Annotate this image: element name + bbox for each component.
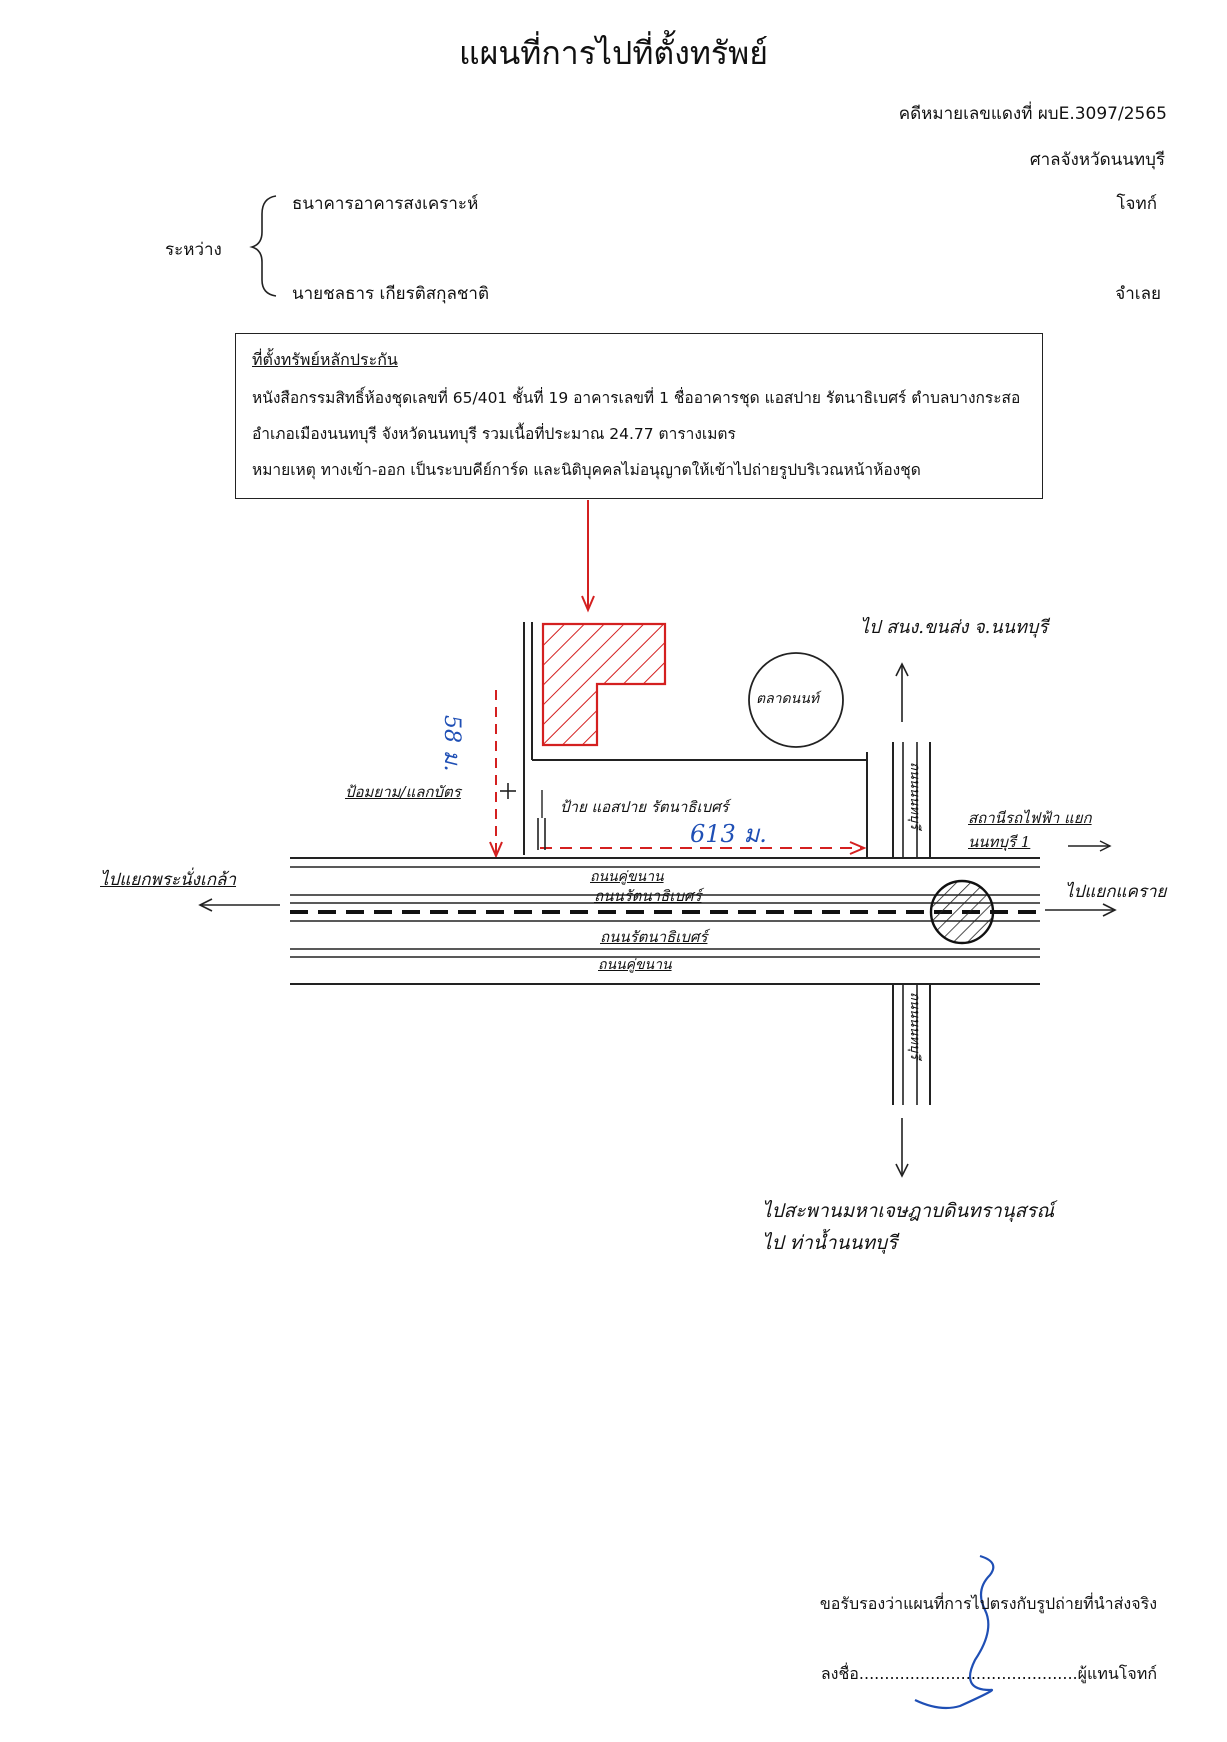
label-road-north: ถนนนนทบุรี xyxy=(907,762,922,830)
sign-dots: ........................................… xyxy=(858,1664,1078,1683)
label-road-south: ถนนนนทบุรี xyxy=(907,992,922,1060)
label-sign-left: ป้อมยาม/แลกบัตร xyxy=(345,783,461,801)
collateral-line-1: หนังสือกรรมสิทธิ์ห้องชุดเลขที่ 65/401 ชั… xyxy=(252,389,1021,407)
sign-prefix: ลงชื่อ xyxy=(820,1664,859,1683)
defendant-name: นายชลธาร เกียรติสกุลชาติ xyxy=(292,284,489,304)
collateral-line-2: อำเภอเมืองนนทบุรี จังหวัดนนทบุรี รวมเนื้… xyxy=(252,425,736,443)
label-market: ตลาดนนท์ xyxy=(756,691,819,707)
label-sign-building: ป้าย แอสปาย รัตนาธิเบศร์ xyxy=(560,798,729,816)
label-distance-horizontal: 613 ม. xyxy=(690,820,767,848)
arrow-east xyxy=(1045,903,1117,917)
property-building xyxy=(541,622,667,747)
court-name: ศาลจังหวัดนนทบุรี xyxy=(1029,150,1165,170)
plaintiff-role: โจทก์ xyxy=(1116,194,1157,214)
label-distance-vertical: 58 ม. xyxy=(439,715,464,772)
arrow-south xyxy=(895,1118,909,1178)
between-label: ระหว่าง xyxy=(165,240,222,260)
case-number: คดีหมายเลขแดงที่ ผบE.3097/2565 xyxy=(898,104,1167,124)
collateral-heading: ที่ตั้งทรัพย์หลักประกัน xyxy=(252,350,398,369)
signature-line: ลงชื่อ..................................… xyxy=(821,1662,1157,1687)
label-to-khae-rai: ไปแยกแคราย xyxy=(1065,882,1167,902)
label-to-nonthaburi-office: ไป สนง.ขนส่ง จ.นนทบุรี xyxy=(860,617,1048,638)
collateral-info-box: ที่ตั้งทรัพย์หลักประกัน หนังสือกรรมสิทธิ… xyxy=(235,333,1043,499)
plaintiff-name: ธนาคารอาคารสงเคราะห์ xyxy=(292,194,479,214)
arrow-north xyxy=(895,662,909,722)
label-main-road-top: ถนนรัตนาธิเบศร์ xyxy=(594,887,702,905)
label-frontage-road-bottom: ถนนคู่ขนาน xyxy=(598,957,672,973)
page-title: แผนที่การไปที่ตั้งทรัพย์ xyxy=(459,34,768,72)
station-marker xyxy=(929,879,995,945)
collateral-line-3: หมายเหตุ ทางเข้า-ออก เป็นระบบคีย์การ์ด แ… xyxy=(252,461,921,479)
label-to-pier: ไป ท่าน้ำนนทบุรี xyxy=(762,1232,898,1254)
certification-text: ขอรับรองว่าแผนที่การไปตรงกับรูปถ่ายที่นำ… xyxy=(819,1594,1157,1613)
label-to-bridge: ไปสะพานมหาเจษฎาบดินทรานุสรณ์ xyxy=(762,1200,1055,1222)
arrow-west xyxy=(198,898,280,912)
label-frontage-road-top: ถนนคู่ขนาน xyxy=(590,869,664,885)
label-main-road-bottom: ถนนรัตนาธิเบศร์ xyxy=(600,928,708,946)
defendant-role: จำเลย xyxy=(1115,284,1161,304)
pointer-arrow xyxy=(581,500,595,613)
sign-suffix: ผู้แทนโจทก์ xyxy=(1077,1664,1157,1683)
label-station: สถานีรถไฟฟ้า แยกนนทบุรี 1 xyxy=(968,809,1092,851)
label-to-phra-nang-klao: ไปแยกพระนั่งเกล้า xyxy=(100,870,237,890)
